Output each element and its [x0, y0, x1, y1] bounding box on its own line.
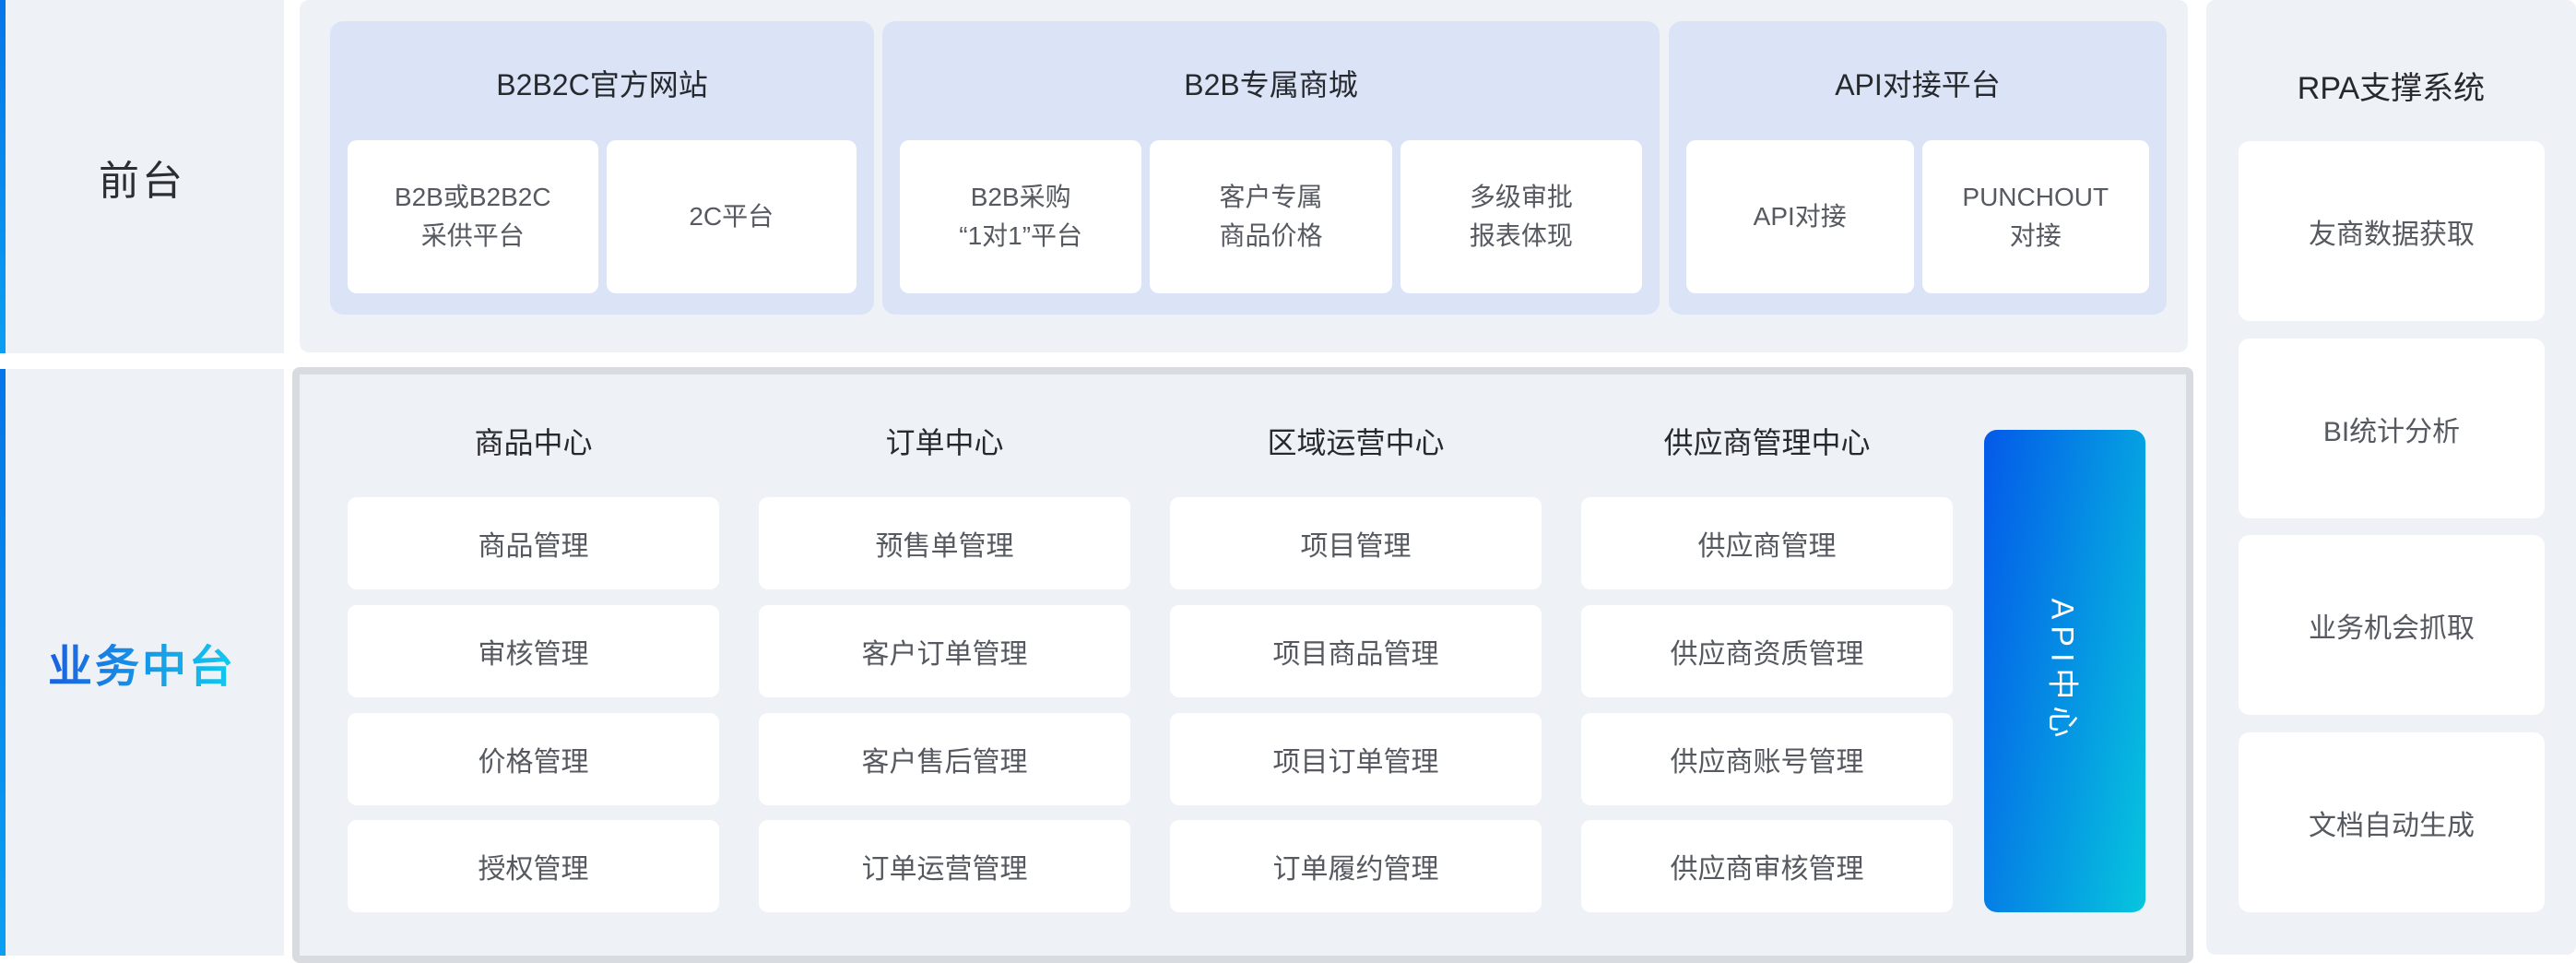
group-card-row: API对接 PUNCHOUT 对接	[1686, 140, 2149, 293]
group-title: API对接平台	[1835, 68, 2001, 101]
rpa-card: 文档自动生成	[2239, 732, 2545, 912]
business-middle-panel: 业务中台	[0, 369, 284, 956]
rpa-card: BI统计分析	[2239, 339, 2545, 518]
group-card: B2B或B2B2C 采供平台	[348, 140, 598, 293]
group-card: 多级审批 报表体现	[1400, 140, 1642, 293]
module-card: 客户订单管理	[759, 605, 1130, 697]
group-title: B2B2C官方网站	[496, 68, 708, 101]
frontend-section: B2B2C官方网站 B2B或B2B2C 采供平台 2C平台 B2B专属商城 B2…	[300, 0, 2188, 352]
front-stage-label: 前台	[99, 158, 185, 204]
module-card: 项目商品管理	[1170, 605, 1542, 697]
module-card: 供应商审核管理	[1581, 820, 1953, 912]
group-card: 客户专属 商品价格	[1150, 140, 1392, 293]
rpa-card: 友商数据获取	[2239, 141, 2545, 321]
group-card-row: B2B或B2B2C 采供平台 2C平台	[348, 140, 857, 293]
module-card: 价格管理	[348, 713, 719, 805]
rpa-card: 业务机会抓取	[2239, 535, 2545, 715]
group-card: 2C平台	[606, 140, 857, 293]
module-card: 客户售后管理	[759, 713, 1130, 805]
column-title-product-center: 商品中心	[474, 426, 593, 459]
module-card: 审核管理	[348, 605, 719, 697]
rpa-panel-title: RPA支撑系统	[2297, 71, 2486, 106]
module-card: 授权管理	[348, 820, 719, 912]
module-card: 商品管理	[348, 497, 719, 589]
group-card-row: B2B采购 “1对1”平台 客户专属 商品价格 多级审批 报表体现	[900, 140, 1642, 293]
middle-platform-box: 商品中心 订单中心 区域运营中心 供应商管理中心 商品管理 审核管理 价格管理 …	[292, 367, 2193, 963]
group-api-platform: API对接平台 API对接 PUNCHOUT 对接	[1669, 21, 2167, 315]
group-title: B2B专属商城	[1184, 68, 1358, 101]
column-title-supplier-center: 供应商管理中心	[1663, 426, 1871, 459]
accent-stripe	[0, 369, 6, 956]
column-title-region-center: 区域运营中心	[1267, 426, 1445, 459]
module-card: 供应商资质管理	[1581, 605, 1953, 697]
module-card: 订单运营管理	[759, 820, 1130, 912]
module-card: 项目管理	[1170, 497, 1542, 589]
api-center-label: API中心	[2044, 598, 2079, 744]
business-middle-label: 业务中台	[48, 630, 236, 695]
column-title-order-center: 订单中心	[885, 426, 1004, 459]
api-center-bar: API中心	[1984, 430, 2145, 912]
group-card: B2B采购 “1对1”平台	[900, 140, 1142, 293]
module-card: 订单履约管理	[1170, 820, 1542, 912]
module-card: 供应商账号管理	[1581, 713, 1953, 805]
group-card: API对接	[1686, 140, 1914, 293]
module-card: 项目订单管理	[1170, 713, 1542, 805]
group-card: PUNCHOUT 对接	[1921, 140, 2149, 293]
rpa-support-panel: RPA支撑系统 友商数据获取 BI统计分析 业务机会抓取 文档自动生成	[2206, 0, 2576, 955]
group-b2b-mall: B2B专属商城 B2B采购 “1对1”平台 客户专属 商品价格 多级审批 报表体…	[882, 21, 1660, 315]
module-card: 供应商管理	[1581, 497, 1953, 589]
accent-stripe	[0, 0, 6, 353]
group-b2b2c-website: B2B2C官方网站 B2B或B2B2C 采供平台 2C平台	[330, 21, 874, 315]
front-stage-panel: 前台	[0, 0, 284, 353]
module-card: 预售单管理	[759, 497, 1130, 589]
